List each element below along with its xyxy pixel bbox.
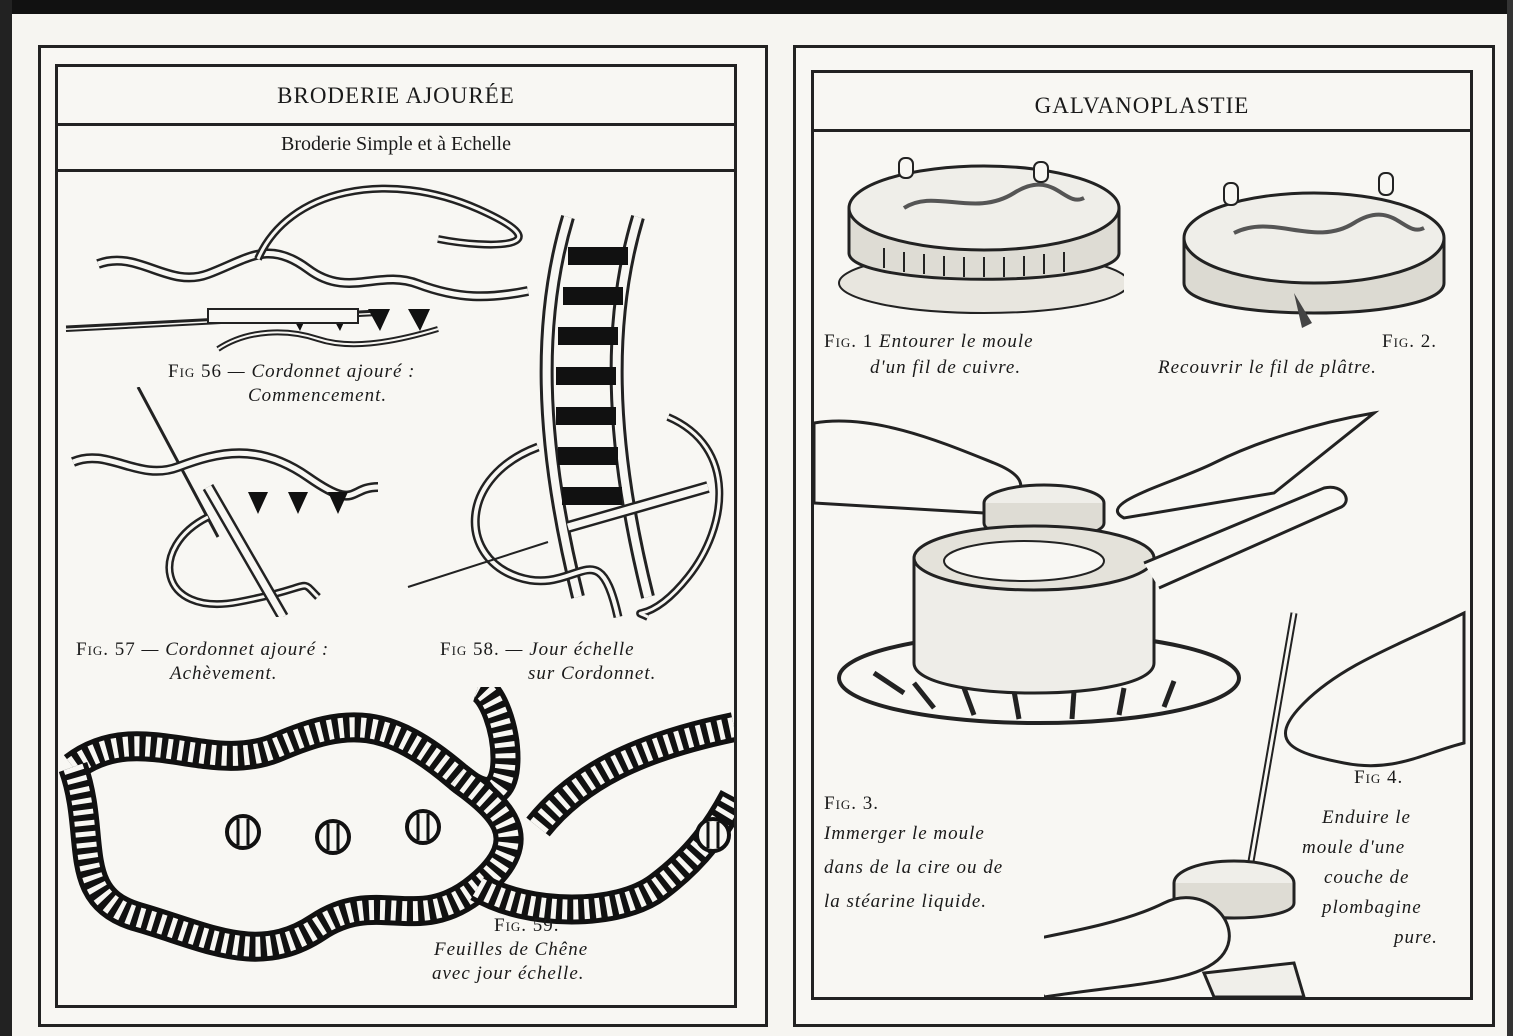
fig57-line2: Achèvement. — [170, 663, 278, 685]
fig58-illustration — [398, 197, 734, 627]
fig56-line1: — Cordonnet ajouré : — [228, 361, 416, 382]
fig2-line1: Recouvrir le fil de plâtre. — [1158, 357, 1377, 379]
fig3-line2: dans de la cire ou de — [824, 857, 1003, 879]
fig4-label: Fig 4. — [1354, 767, 1403, 789]
left-panel: BRODERIE AJOURÉE Broderie Simple et à Ec… — [55, 64, 737, 1008]
fig57-illustration — [58, 387, 398, 617]
fig58-line2: sur Cordonnet. — [528, 663, 656, 685]
fig59-label: Fig. 59. — [494, 915, 560, 937]
right-title-divider — [814, 129, 1470, 132]
fig59-illustration — [58, 687, 734, 997]
title-divider — [58, 123, 734, 126]
fig57-caption: Fig. 57 — Cordonnet ajouré : — [76, 639, 329, 661]
fig1-illustration — [824, 148, 1124, 318]
fig3-line1: Immerger le moule — [824, 823, 985, 845]
right-panel-title: GALVANOPLASTIE — [814, 93, 1470, 119]
fig4-line3: couche de — [1324, 867, 1409, 889]
fig4-line1: Enduire le — [1322, 807, 1411, 829]
fig4-label-text: Fig 4. — [1354, 767, 1403, 788]
fig3-label: Fig. 3. — [824, 793, 879, 815]
fig59-label-text: Fig. 59. — [494, 915, 560, 936]
fig58-label: Fig 58. — [440, 639, 500, 660]
fig56-caption: Fig 56 — Cordonnet ajouré : — [168, 361, 415, 383]
fig1-caption: Fig. 1 Entourer le moule — [824, 331, 1034, 353]
fig4-line5: pure. — [1394, 927, 1438, 949]
top-border — [0, 0, 1513, 14]
fig57-label: Fig. 57 — [76, 639, 136, 660]
left-border — [0, 0, 12, 1036]
fig2-label-text: Fig. 2. — [1382, 331, 1437, 352]
fig57-line1: — Cordonnet ajouré : — [142, 639, 330, 660]
right-border — [1507, 0, 1513, 1036]
subtitle-divider — [58, 169, 734, 172]
fig59-line1: Feuilles de Chêne — [434, 939, 588, 961]
fig1-line2: d'un fil de cuivre. — [870, 357, 1021, 379]
fig58-line1: — Jour échelle — [506, 639, 635, 660]
fig3-line3: la stéarine liquide. — [824, 891, 987, 913]
right-panel: GALVANOPLASTIE Fig. 1 Entourer le moule … — [811, 70, 1473, 1000]
fig59-line2: avec jour échelle. — [432, 963, 585, 985]
fig4-line4: plombagine — [1322, 897, 1422, 919]
fig4-line2: moule d'une — [1302, 837, 1405, 859]
fig56-label: Fig 56 — [168, 361, 222, 382]
fig3-label-text: Fig. 3. — [824, 793, 879, 814]
left-panel-title: BRODERIE AJOURÉE — [58, 83, 734, 109]
left-panel-subtitle: Broderie Simple et à Echelle — [58, 133, 734, 156]
fig2-label: Fig. 2. — [1382, 331, 1437, 353]
fig1-line1: Entourer le moule — [879, 331, 1034, 352]
fig1-label: Fig. 1 — [824, 331, 873, 352]
fig2-illustration — [1174, 163, 1464, 333]
fig58-caption: Fig 58. — Jour échelle — [440, 639, 635, 661]
